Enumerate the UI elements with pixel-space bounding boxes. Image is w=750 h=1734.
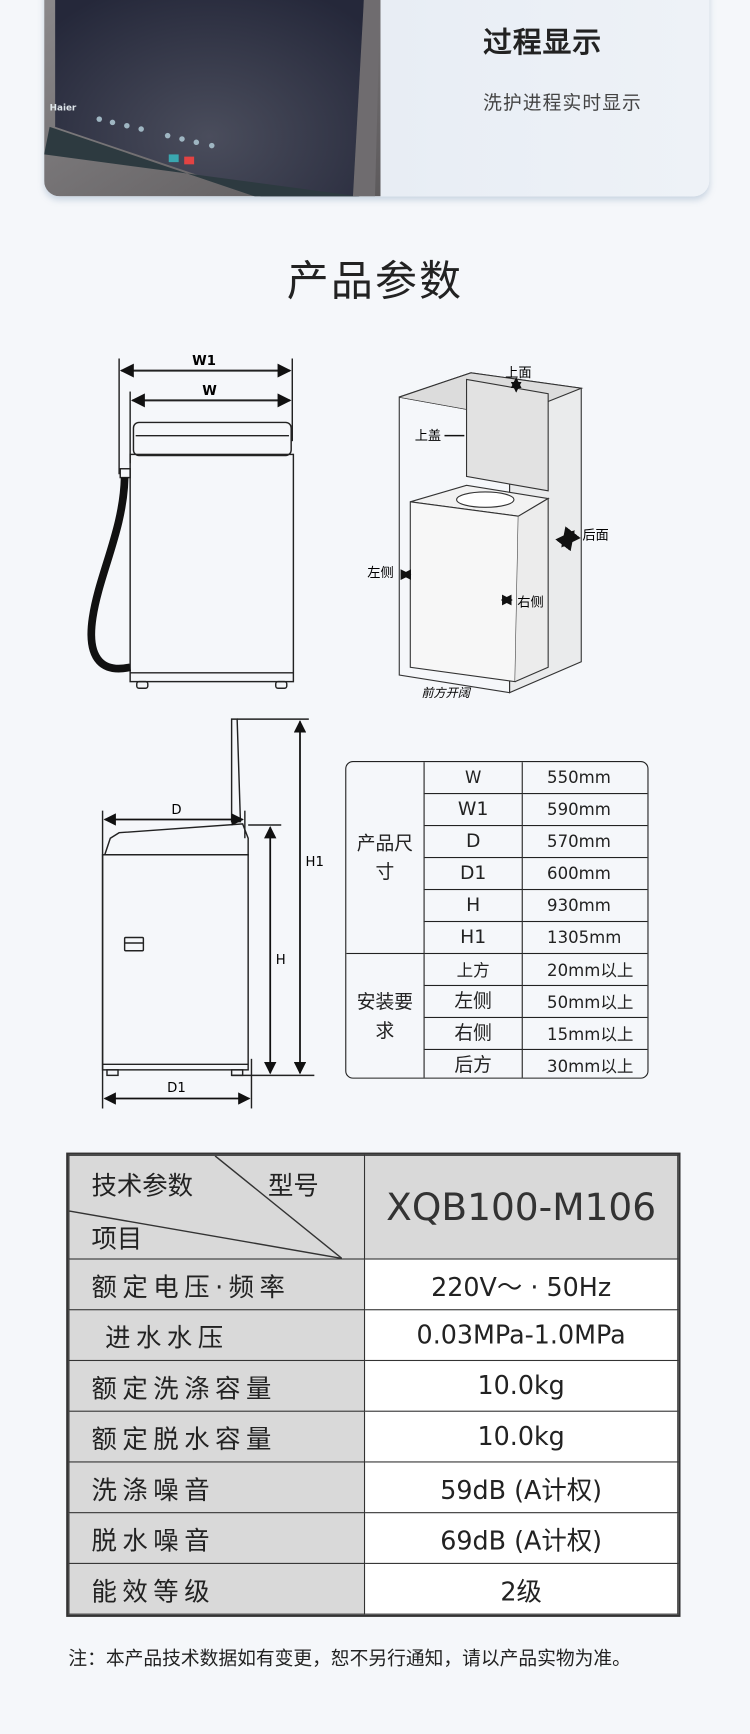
spec-label: 脱水噪音 <box>68 1512 366 1564</box>
dimension-key: W1 <box>424 793 523 827</box>
spec-label: 能效等级 <box>68 1562 366 1615</box>
dimension-key: 上方 <box>423 952 523 987</box>
section-title: 产品参数 <box>286 256 464 306</box>
dimension-key: 右侧 <box>424 1016 523 1050</box>
group-product-size: 产品尺寸 <box>346 762 425 955</box>
spec-value: 2级 <box>363 1562 679 1615</box>
dimension-value: 30mm以上 <box>521 1048 648 1078</box>
h1-label: H1 <box>306 855 324 870</box>
dimension-value: 20mm以上 <box>521 952 648 987</box>
right-clearance-label: 右侧 <box>517 595 543 611</box>
spec-label: 额定电压·频率 <box>68 1258 366 1311</box>
lid-label: 上盖 <box>415 428 441 444</box>
dimension-value: 930mm <box>521 888 648 923</box>
svg-text:Haier: Haier <box>50 103 77 113</box>
feature-subtitle: 洗护进程实时显示 <box>483 92 642 115</box>
front-view-drawing <box>87 358 295 689</box>
h-label: H <box>276 953 286 968</box>
spec-label: 洗涤噪音 <box>68 1461 366 1514</box>
spec-value: 10.0kg <box>363 1410 679 1463</box>
dimension-value: 15mm以上 <box>521 1016 648 1050</box>
back-clearance-label: 后面 <box>582 527 608 543</box>
header-diagonal-lines <box>69 1155 342 1259</box>
spec-value: 59dB (A计权) <box>363 1461 679 1514</box>
w-label: W <box>202 384 217 399</box>
spec-label: 额定脱水容量 <box>68 1410 366 1463</box>
dimension-key: H <box>424 888 523 923</box>
spec-value: 69dB (A计权) <box>363 1512 679 1564</box>
feature-title: 过程显示 <box>483 26 603 60</box>
dimension-value: 550mm <box>521 762 648 795</box>
dimension-value: 600mm <box>521 856 648 891</box>
top-clearance-label: 上面 <box>505 365 531 381</box>
header-tech-params: 技术参数 <box>91 1172 194 1202</box>
header-item: 项目 <box>91 1225 143 1255</box>
left-clearance-label: 左侧 <box>367 565 393 581</box>
spec-header-row: 技术参数 型号 项目 XQB100-M106 <box>68 1154 679 1260</box>
front-open-label: 前方开阔 <box>421 686 471 700</box>
dimension-key: W <box>423 762 523 795</box>
dimension-value: 570mm <box>521 824 648 859</box>
model-number: XQB100-M106 <box>363 1154 679 1260</box>
feature-banner: Haier 过程显示 洗护进程实时显示 <box>44 0 710 197</box>
dimension-key: 左侧 <box>424 984 523 1019</box>
clearance-view-drawing <box>398 372 584 694</box>
footnote: 注：本产品技术数据如有变更，恕不另行通知，请以产品实物为准。 <box>68 1647 631 1670</box>
d-label: D <box>171 803 181 818</box>
spec-value: 10.0kg <box>363 1359 679 1412</box>
dimension-diagrams: W1 W 上面 上盖 后面 左侧 右侧 前方开阔 <box>87 354 609 1109</box>
dimension-value: 50mm以上 <box>521 984 648 1019</box>
spec-label: 额定洗涤容量 <box>68 1359 366 1412</box>
d1-label: D1 <box>167 1081 186 1096</box>
header-model-label: 型号 <box>268 1172 319 1202</box>
spec-value: 0.03MPa-1.0MPa <box>363 1309 679 1362</box>
dimension-value: 1305mm <box>521 920 648 955</box>
washer-control-panel-image: Haier <box>44 0 381 197</box>
spec-label: 进水水压 <box>68 1309 366 1362</box>
side-view-drawing <box>101 718 315 1109</box>
group-install-requirements: 安装要求 <box>346 952 425 1078</box>
dimension-key: D1 <box>424 856 523 891</box>
spec-value: 220V～ · 50Hz <box>363 1258 679 1311</box>
dimension-key: H1 <box>424 920 523 955</box>
dimension-key: D <box>424 824 523 859</box>
w1-label: W1 <box>192 354 216 369</box>
dimension-value: 590mm <box>521 793 648 827</box>
dimension-key: 后方 <box>424 1048 523 1078</box>
